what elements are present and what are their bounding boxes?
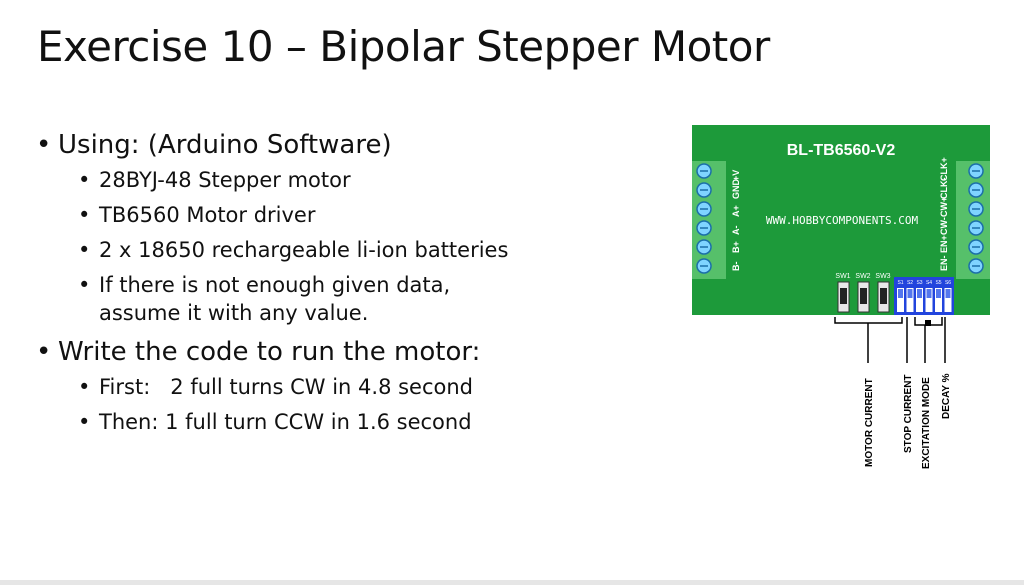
switch-label: SW1 bbox=[835, 273, 850, 280]
dip-switch-knob bbox=[898, 289, 903, 298]
assumption-line-2: assume it with any value. bbox=[99, 301, 369, 325]
right-screw-terminals bbox=[968, 163, 984, 274]
board-name: BL-TB6560-V2 bbox=[787, 142, 896, 159]
label-decay: DECAY % bbox=[941, 373, 952, 419]
label-stop-current: STOP CURRENT bbox=[903, 374, 914, 453]
dip-label: S6 bbox=[945, 280, 951, 286]
dip-switch bbox=[897, 288, 904, 312]
dip-switch-knob bbox=[945, 289, 951, 298]
callout-diagram: MOTOR CURRENT STOP CURRENT EXCITATION MO… bbox=[834, 317, 952, 469]
dip-switch bbox=[935, 288, 942, 312]
right-pin-labels: EN- EN+CW-CW+CLK-CLK+ bbox=[939, 157, 949, 271]
dip-switch bbox=[944, 288, 952, 312]
dip-switch-knob bbox=[917, 289, 922, 298]
pin-label: GND bbox=[731, 179, 741, 200]
dip-label: S3 bbox=[916, 280, 922, 286]
left-pin-labels: B- B+ A- A+ GND+V bbox=[731, 170, 741, 271]
switch-label: SW2 bbox=[855, 273, 870, 280]
sub-bullet-then: Then: 1 full turn CCW in 1.6 second bbox=[36, 408, 656, 436]
assumption-line-1: If there is not enough given data, bbox=[99, 273, 451, 297]
bullet-list: Using: (Arduino Software) 28BYJ-48 Stepp… bbox=[36, 128, 656, 443]
switch-lever bbox=[880, 288, 887, 304]
pin-label: CLK+ bbox=[939, 157, 949, 181]
bullet-write-code: Write the code to run the motor: bbox=[36, 335, 656, 369]
left-terminal-block bbox=[692, 161, 726, 279]
pin-label: CW- bbox=[939, 217, 949, 235]
dip-label: S2 bbox=[907, 280, 913, 286]
tb6560-board-diagram: BL-TB6560-V2 WWW.HOBBYCOMPONENTS.COM B-B… bbox=[692, 125, 990, 315]
dip-switch bbox=[925, 288, 933, 312]
sub-bullet-motor: 28BYJ-48 Stepper motor bbox=[36, 166, 656, 194]
dip-switch bbox=[916, 288, 923, 312]
switch-lever bbox=[860, 288, 867, 304]
board-website: WWW.HOBBYCOMPONENTS.COM bbox=[766, 214, 919, 227]
pin-label: B- bbox=[731, 262, 741, 272]
dip-label: S1 bbox=[897, 280, 903, 286]
pin-label: A+ bbox=[731, 205, 741, 217]
dip-switch bbox=[906, 288, 914, 312]
label-motor-current: MOTOR CURRENT bbox=[864, 378, 875, 467]
pin-label: EN+ bbox=[939, 235, 949, 253]
label-excitation-mode: EXCITATION MODE bbox=[921, 377, 932, 469]
dip-switch-knob bbox=[907, 289, 913, 298]
sub-bullet-assumption: If there is not enough given data, assum… bbox=[36, 271, 656, 327]
sub-bullet-driver: TB6560 Motor driver bbox=[36, 201, 656, 229]
dip-switch-knob bbox=[936, 289, 941, 298]
switch-lever bbox=[840, 288, 847, 304]
sub-bullet-first: First: 2 full turns CW in 4.8 second bbox=[36, 373, 656, 401]
excitation-junction bbox=[925, 320, 931, 326]
sub-bullet-batteries: 2 x 18650 rechargeable li-ion batteries bbox=[36, 236, 656, 264]
slide-bottom-border bbox=[0, 580, 1024, 585]
left-screw-terminals bbox=[696, 163, 712, 274]
pin-label: EN- bbox=[939, 255, 949, 271]
pin-label: CLK- bbox=[939, 178, 949, 200]
dip-switch-knob bbox=[926, 289, 932, 298]
pin-label: +V bbox=[731, 170, 741, 181]
dip-label: S4 bbox=[926, 280, 932, 286]
pin-label: A- bbox=[731, 226, 741, 236]
pin-label: B+ bbox=[731, 241, 741, 253]
pin-label: CW+ bbox=[939, 197, 949, 217]
slide-title: Exercise 10 – Bipolar Stepper Motor bbox=[37, 22, 770, 71]
switch-label: SW3 bbox=[875, 273, 890, 280]
dip-label: S5 bbox=[935, 280, 941, 286]
bullet-using: Using: (Arduino Software) bbox=[36, 128, 656, 162]
motor-current-bracket bbox=[834, 317, 903, 324]
current-switches: SW1 SW2 SW3 bbox=[835, 273, 891, 313]
